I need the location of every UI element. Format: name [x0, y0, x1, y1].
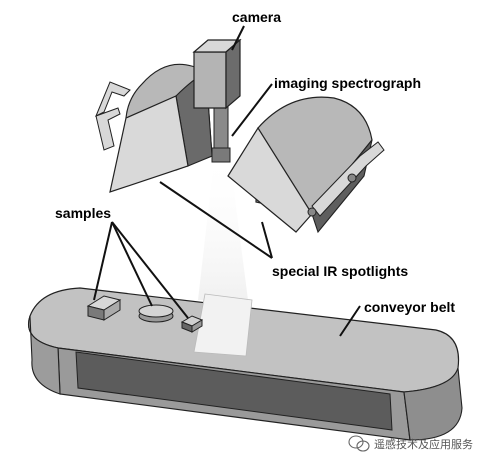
left-spotlight-face	[109, 95, 189, 193]
belt-left-roller	[28, 315, 61, 395]
right-spotlight	[227, 96, 385, 234]
lens-ring	[211, 147, 231, 163]
watermark: 遥感技术及应用服务	[348, 435, 473, 452]
lit-strip-on-belt	[193, 293, 253, 357]
label-spectrograph: imaging spectrograph	[274, 75, 421, 91]
sample-disc	[138, 304, 174, 323]
leader-camera	[231, 25, 245, 51]
beam-cone	[198, 160, 248, 300]
belt-right-roller	[403, 367, 463, 441]
leader-lines	[93, 25, 361, 337]
label-samples: samples	[55, 205, 111, 221]
camera-assembly	[192, 38, 242, 163]
left-spotlight	[95, 63, 213, 193]
watermark-text: 遥感技术及应用服务	[374, 437, 473, 451]
leader-samples-disc	[111, 221, 153, 307]
label-spotlights: special IR spotlights	[272, 263, 408, 279]
belt-inner-panel	[75, 351, 393, 431]
light-beam	[193, 160, 253, 357]
wechat-logo-icon	[348, 435, 370, 452]
sample-box	[86, 295, 122, 321]
leader-spotlight-left	[159, 181, 273, 259]
leader-samples-box	[93, 221, 113, 301]
camera-front	[193, 51, 227, 109]
leader-samples-small	[111, 221, 189, 319]
sample-small	[180, 315, 204, 333]
samples-group	[86, 295, 204, 333]
leader-conveyor	[339, 305, 361, 337]
label-camera: camera	[232, 9, 281, 25]
leader-spotlight-right	[261, 221, 273, 259]
leader-spectrograph	[231, 83, 273, 137]
label-conveyor: conveyor belt	[364, 299, 455, 315]
